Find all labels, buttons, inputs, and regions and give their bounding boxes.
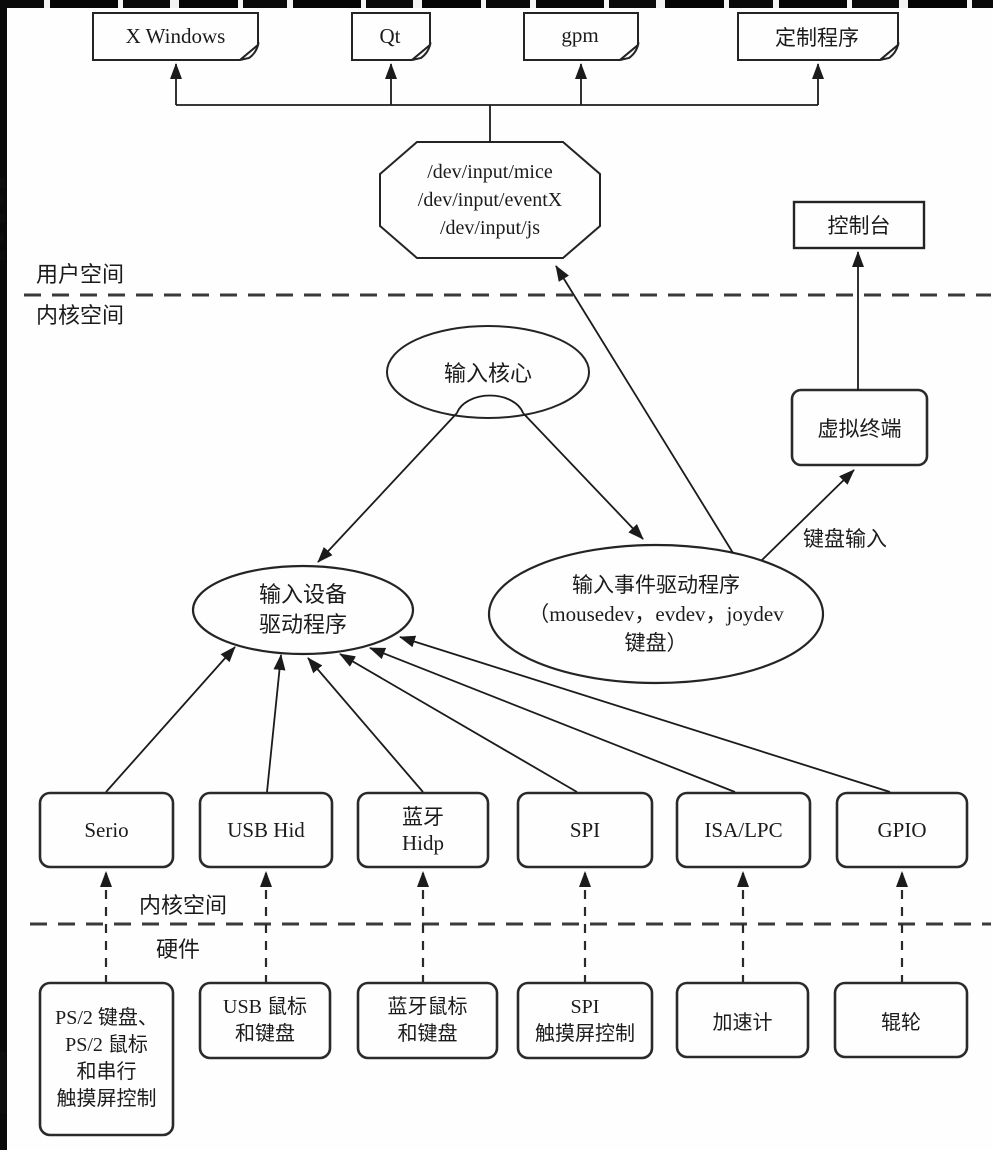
roller-wheel-box-shape (833, 981, 969, 1059)
x-windows-document-shape (92, 12, 260, 61)
hardware-edges (100, 871, 908, 984)
edge-serio-to-device-drivers (105, 646, 236, 793)
gpm-document-shape (523, 12, 640, 61)
gpio-box-shape (835, 791, 969, 869)
scan-artifact-left-bar (0, 0, 7, 1150)
virtual-terminal-box-shape (790, 388, 929, 467)
hardware-boxes (38, 981, 969, 1137)
serio-box-shape (38, 791, 175, 869)
edge-core-to-device-drivers (317, 412, 458, 563)
edge-core-to-event-drivers (522, 412, 644, 540)
dev-nodes-octagon-shape (379, 141, 601, 259)
input-event-drivers-ellipse-shape (487, 543, 825, 685)
scan-artifact-mark (0, 1052, 6, 1113)
edge-gpio-to-device-drivers (399, 635, 891, 793)
edge-hop-arc (456, 394, 524, 414)
scan-artifact-mark (0, 214, 5, 223)
qt-document-shape (351, 12, 432, 61)
spi-box-shape (516, 791, 654, 869)
ps2-devices-box-shape (38, 981, 175, 1137)
edge-spi-to-device-drivers (339, 653, 578, 793)
custom-program-document-shape (737, 12, 900, 61)
console-box-shape (792, 200, 926, 250)
usb-mouse-keyboard-box-shape (198, 981, 332, 1060)
edge-event-drivers-to-dev-nodes (555, 265, 734, 554)
scan-artifact-mark (0, 233, 4, 241)
spi-touch-controller-box-shape (516, 981, 654, 1060)
usb-hid-box-shape (198, 791, 334, 869)
scan-artifact-top-bar (0, 0, 993, 8)
bluetooth-hidp-box-shape (356, 791, 490, 869)
edge-keyboard-input (761, 469, 855, 561)
bus-driver-boxes (38, 791, 969, 869)
input-device-drivers-ellipse-shape (191, 564, 415, 656)
isa-lpc-box-shape (675, 791, 812, 869)
bt-mouse-keyboard-box-shape (356, 981, 499, 1060)
edge-bt-hidp-to-device-drivers (307, 657, 424, 793)
diagram-edges (105, 63, 891, 793)
document-shapes (92, 12, 900, 61)
edge-usb-hid-to-device-drivers (266, 654, 286, 793)
accelerometer-box-shape (675, 981, 810, 1059)
scan-artifact-mark (0, 178, 5, 188)
input-core-ellipse-shape (386, 325, 590, 419)
scan-artifact-mark (0, 251, 5, 260)
edge-isa-lpc-to-device-drivers (369, 647, 736, 793)
scan-artifact-mark (0, 196, 4, 204)
